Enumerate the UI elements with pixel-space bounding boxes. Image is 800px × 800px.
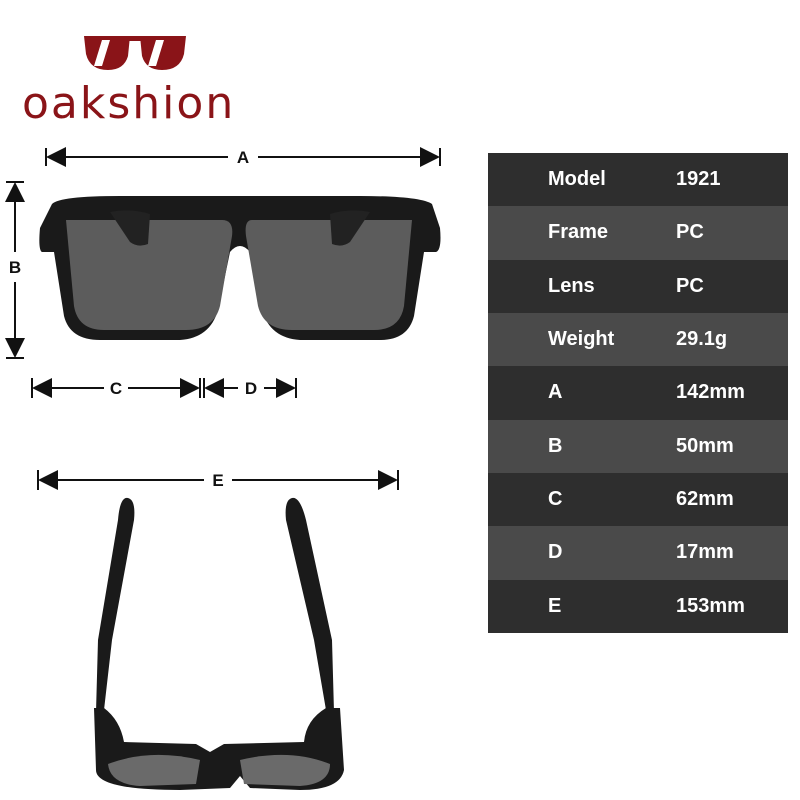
spec-row-d: D 17mm bbox=[488, 526, 788, 580]
dimension-d: D bbox=[203, 378, 297, 398]
spec-row-weight: Weight 29.1g bbox=[488, 312, 788, 367]
spec-label: D bbox=[548, 541, 563, 564]
spec-row-e: E 153mm bbox=[488, 579, 788, 633]
glasses-top-view bbox=[94, 497, 344, 790]
spec-label: Weight bbox=[548, 328, 615, 351]
spec-row-c: C 62mm bbox=[488, 472, 788, 527]
glasses-front-view bbox=[39, 196, 441, 340]
spec-value: 62mm bbox=[676, 488, 734, 511]
spec-value: PC bbox=[676, 274, 704, 297]
dimension-label-e: E bbox=[212, 471, 223, 490]
sunglasses-icon bbox=[84, 36, 186, 70]
dimension-b: B bbox=[4, 181, 25, 359]
spec-value: 29.1g bbox=[676, 328, 728, 351]
spec-label: E bbox=[548, 594, 562, 617]
spec-value: 153mm bbox=[676, 594, 745, 617]
spec-row-lens: Lens PC bbox=[488, 259, 788, 313]
spec-label: Lens bbox=[548, 274, 595, 297]
spec-table: Model 1921 Frame PC Lens PC Weight 29.1g… bbox=[488, 153, 788, 633]
dimension-diagram: A B C D E bbox=[4, 147, 441, 790]
brand-logo: oakshion bbox=[22, 30, 252, 140]
spec-row-a: A 142mm bbox=[488, 366, 788, 420]
spec-row-frame: Frame PC bbox=[488, 206, 788, 260]
dimension-label-c: C bbox=[110, 379, 122, 398]
spec-value: 1921 bbox=[676, 168, 721, 191]
spec-value: 50mm bbox=[676, 434, 734, 457]
spec-label: C bbox=[548, 488, 563, 511]
spec-label: Model bbox=[548, 168, 606, 191]
dimension-c: C bbox=[31, 378, 201, 398]
spec-label: A bbox=[548, 381, 563, 404]
spec-row-b: B 50mm bbox=[488, 419, 788, 473]
spec-label: B bbox=[548, 434, 563, 457]
dimension-a: A bbox=[45, 147, 441, 167]
spec-value: 17mm bbox=[676, 541, 734, 564]
dimension-label-a: A bbox=[237, 148, 249, 167]
dimension-label-b: B bbox=[9, 258, 21, 277]
spec-label: Frame bbox=[548, 221, 609, 244]
spec-value: PC bbox=[676, 221, 704, 244]
dimension-e: E bbox=[37, 470, 399, 490]
dimension-label-d: D bbox=[245, 379, 257, 398]
spec-value: 142mm bbox=[676, 381, 745, 404]
spec-row-model: Model 1921 bbox=[488, 153, 788, 207]
brand-name: oakshion bbox=[22, 78, 236, 129]
